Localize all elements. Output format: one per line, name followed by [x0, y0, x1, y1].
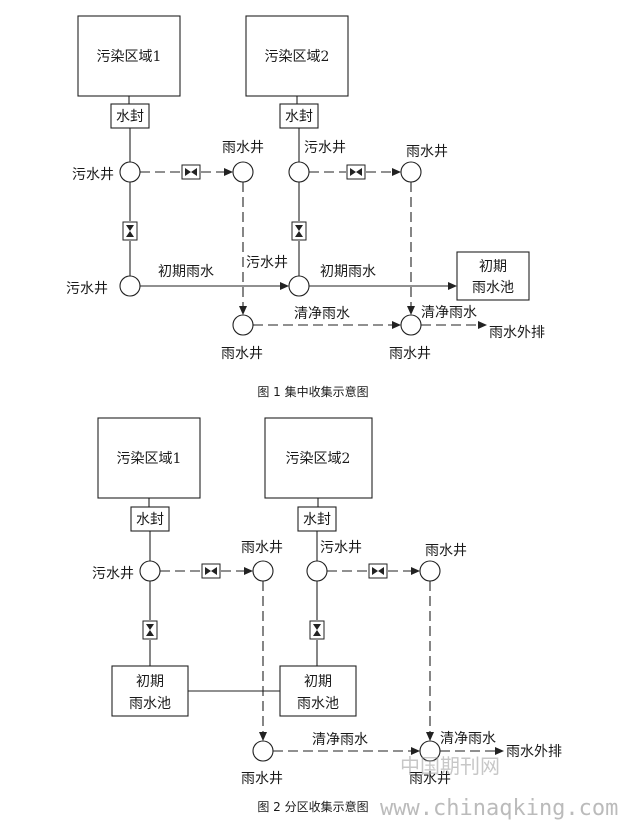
fig1-rain-well-2 — [400, 161, 422, 183]
fig2-rain-well-2-label: 雨水井 — [425, 543, 467, 559]
fig2-sewage-well-2-label: 污水井 — [320, 540, 362, 556]
fig1-sewage-well-3-label: 污水井 — [66, 281, 108, 297]
fig1-sewage-well-4-label: 污水井 — [246, 255, 288, 271]
fig2-sewage-well-1 — [139, 560, 161, 582]
fig1-rain-well-3-label: 雨水井 — [221, 346, 263, 362]
fig1-rain-well-1-label: 雨水井 — [222, 140, 264, 156]
fig2-tank1-line1: 初期 — [136, 673, 164, 690]
fig2-caption: 图 2 分区收集示意图 — [257, 799, 368, 814]
fig1-zone1-box — [77, 15, 181, 97]
fig1-sewage-well-2-label: 污水井 — [304, 140, 346, 156]
fig1-valve-2 — [346, 164, 366, 180]
fig2-sewage-well-2 — [306, 560, 328, 582]
fig2-sewage-well-1-label: 污水井 — [92, 566, 134, 582]
fig2-seal2-label: 水封 — [303, 512, 331, 528]
fig2-zone1-label: 污染区域1 — [117, 451, 182, 467]
fig2-rain-well-1-label: 雨水井 — [241, 540, 283, 556]
fig2-zone1-box — [97, 417, 201, 499]
fig2-rain-well-4-label: 雨水井 — [409, 771, 451, 787]
fig1-seal1-label: 水封 — [116, 109, 144, 125]
figure-1: 污染区域1 污染区域2 水封 水封 污水井 雨水井 污水井 雨水井 — [66, 15, 545, 399]
fig1-zone2-label: 污染区域2 — [265, 49, 330, 65]
fig2-tank1-line2: 雨水池 — [129, 696, 171, 712]
fig1-seal2-box — [279, 103, 319, 129]
fig1-seal2-label: 水封 — [285, 109, 313, 125]
fig1-valve-4 — [291, 221, 307, 241]
fig2-clean-rain-label-1: 清净雨水 — [312, 732, 368, 748]
fig2-outfall-label: 雨水外排 — [506, 744, 562, 760]
fig1-clean-rain-label-1: 清净雨水 — [294, 306, 350, 322]
fig1-sewage-well-1 — [119, 161, 141, 183]
fig2-valve-1 — [201, 563, 221, 579]
fig1-tank-line2: 雨水池 — [472, 280, 514, 296]
fig1-rain-well-2-label: 雨水井 — [406, 144, 448, 160]
fig1-rain-well-4 — [400, 314, 422, 336]
fig1-rain-well-4-label: 雨水井 — [389, 346, 431, 362]
fig2-rain-well-1 — [252, 560, 274, 582]
fig1-caption: 图 1 集中收集示意图 — [257, 384, 368, 399]
fig2-rain-well-3-label: 雨水井 — [241, 771, 283, 787]
watermark-url: www.chinaqking.com — [380, 796, 618, 821]
watermark-cn: 中国期刊网 — [400, 754, 500, 778]
fig2-seal1-box — [130, 506, 170, 532]
fig2-zone2-label: 污染区域2 — [286, 451, 351, 467]
fig1-clean-rain-label-2: 清净雨水 — [421, 305, 477, 321]
fig1-valve-1 — [181, 164, 201, 180]
fig1-tank-line1: 初期 — [479, 258, 507, 275]
fig1-valve-3 — [122, 221, 138, 241]
fig1-outfall-label: 雨水外排 — [489, 325, 545, 341]
fig1-sewage-well-3 — [119, 275, 141, 297]
fig2-rain-well-3 — [252, 740, 274, 762]
fig1-rain-well-3 — [232, 314, 254, 336]
fig1-zone2-box — [245, 15, 349, 97]
fig2-seal1-label: 水封 — [136, 512, 164, 528]
fig2-valve-3 — [142, 620, 158, 640]
fig1-initial-rain-label-2: 初期雨水 — [320, 263, 376, 280]
fig1-sewage-well-4 — [288, 275, 310, 297]
fig2-valve-2 — [368, 563, 388, 579]
fig2-tank1-box — [111, 665, 189, 717]
fig1-zone1-label: 污染区域1 — [97, 49, 162, 65]
fig2-rain-well-2 — [419, 560, 441, 582]
fig2-tank2-line2: 雨水池 — [297, 696, 339, 712]
fig1-sewage-well-1-label: 污水井 — [72, 167, 114, 183]
fig2-clean-rain-label-2: 清净雨水 — [440, 731, 496, 747]
fig1-tank-box — [456, 251, 530, 301]
figure-2: 污染区域1 污染区域2 水封 水封 污水井 雨水井 污水井 雨水井 初期 雨水 — [92, 417, 618, 821]
fig2-valve-4 — [309, 620, 325, 640]
fig1-rain-well-1 — [232, 161, 254, 183]
fig2-tank2-line1: 初期 — [304, 673, 332, 690]
fig1-sewage-well-2 — [288, 161, 310, 183]
fig1-seal1-box — [110, 103, 150, 129]
fig1-initial-rain-label-1: 初期雨水 — [158, 263, 214, 280]
